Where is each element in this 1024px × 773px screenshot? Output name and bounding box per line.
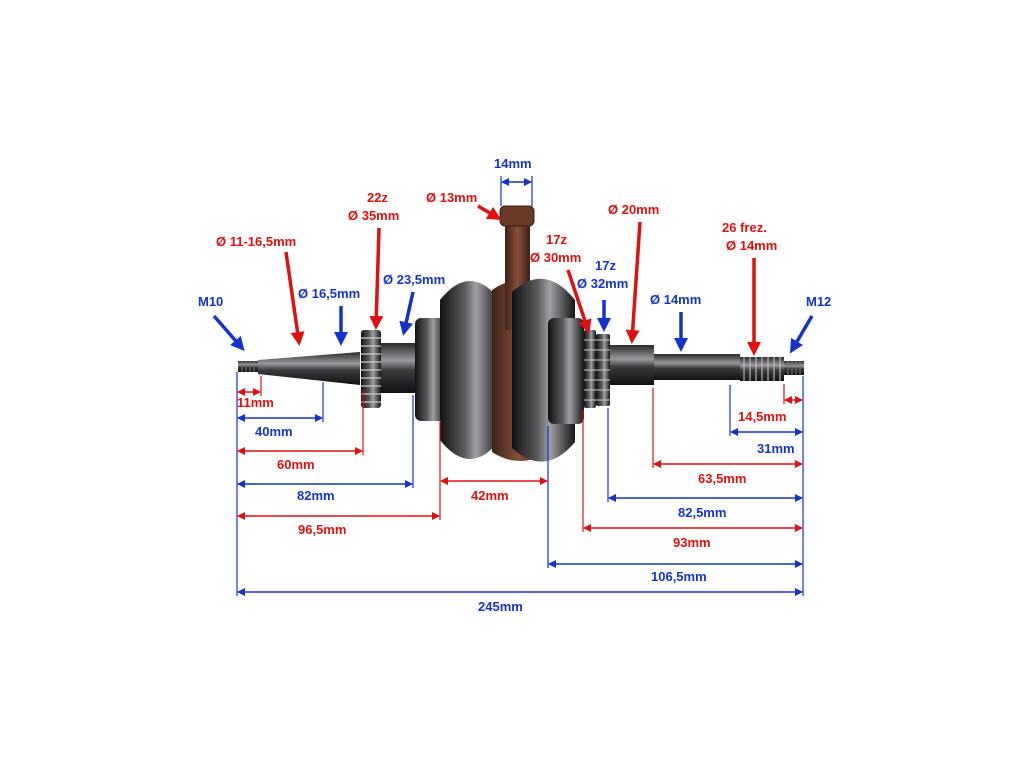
left-crank-web bbox=[440, 281, 500, 459]
right-gear-2-teeth-label: 17z bbox=[595, 258, 616, 273]
right-seat bbox=[610, 345, 654, 385]
pointer-arrows bbox=[212, 204, 814, 356]
left-seat bbox=[381, 343, 417, 393]
right-gear-2-dia-label: Ø 32mm bbox=[577, 276, 628, 291]
right-gear-1 bbox=[584, 330, 596, 408]
m12-pointer bbox=[789, 315, 814, 354]
dim-106-5-label: 106,5mm bbox=[651, 569, 707, 584]
dim-96-label: 96,5mm bbox=[298, 522, 346, 537]
right-gear-1-teeth-label: 17z bbox=[546, 232, 567, 247]
dim-82-label: 82mm bbox=[297, 488, 335, 503]
right-bearing bbox=[548, 318, 584, 424]
right-shaft-label: Ø 14mm bbox=[650, 292, 701, 307]
right-seat-label: Ø 20mm bbox=[608, 202, 659, 217]
left-seat-label: Ø 23,5mm bbox=[383, 272, 445, 287]
left-taper bbox=[258, 352, 360, 385]
left-bearing bbox=[415, 318, 445, 421]
left-gear-teeth bbox=[361, 337, 381, 403]
taper-label: Ø 11-16,5mm bbox=[216, 234, 296, 249]
right-shaft bbox=[654, 354, 740, 380]
right-gear-teeth bbox=[584, 339, 610, 401]
callout-labels: M10 Ø 11-16,5mm Ø 16,5mm 22z Ø 35mm Ø 23… bbox=[198, 156, 831, 309]
left-seat-pointer bbox=[399, 291, 415, 336]
dim-31-label: 31mm bbox=[757, 441, 795, 456]
right-seat-pointer bbox=[625, 221, 642, 344]
pin-label: Ø 13mm bbox=[426, 190, 477, 205]
m10-label: M10 bbox=[198, 294, 223, 309]
spline-dia-label: Ø 14mm bbox=[726, 238, 777, 253]
spline-ridges bbox=[743, 357, 781, 381]
dim-63-5-label: 63,5mm bbox=[698, 471, 746, 486]
dim-42-label: 42mm bbox=[471, 488, 509, 503]
dim-40-label: 40mm bbox=[255, 424, 293, 439]
left-gear-pointer bbox=[369, 227, 384, 330]
taper-pointer bbox=[284, 251, 305, 346]
right-gear-1-dia-label: Ø 30mm bbox=[530, 250, 581, 265]
m12-label: M12 bbox=[806, 294, 831, 309]
dim-14-5-label: 14,5mm bbox=[738, 409, 786, 424]
left-gear-dia-label: Ø 35mm bbox=[348, 208, 399, 223]
pin-pointer bbox=[477, 204, 502, 221]
small-end bbox=[499, 205, 535, 227]
dimension-labels: 11mm 40mm 60mm 82mm 96,5mm 42mm 14,5mm 3… bbox=[237, 395, 795, 614]
dim-82-5-label: 82,5mm bbox=[678, 505, 726, 520]
right-thread bbox=[784, 361, 804, 375]
left-gear-teeth-label: 22z bbox=[367, 190, 388, 205]
rod-width-label: 14mm bbox=[494, 156, 532, 171]
left-thread bbox=[238, 361, 260, 372]
dim-93-label: 93mm bbox=[673, 535, 711, 550]
left-thread-ridges bbox=[241, 361, 255, 372]
left-gear bbox=[361, 330, 381, 408]
dim-245-label: 245mm bbox=[478, 599, 523, 614]
right-gear-1-pointer bbox=[566, 269, 592, 334]
crankshaft-illustration bbox=[238, 205, 804, 462]
dimension-lines bbox=[237, 176, 803, 596]
m10-pointer bbox=[212, 314, 245, 352]
dim-60-label: 60mm bbox=[277, 457, 315, 472]
left-shaft-label: Ø 16,5mm bbox=[298, 286, 360, 301]
spline-count-label: 26 frez. bbox=[722, 220, 767, 235]
right-thread-ridges bbox=[787, 361, 801, 375]
dim-11-label: 11mm bbox=[237, 395, 274, 410]
